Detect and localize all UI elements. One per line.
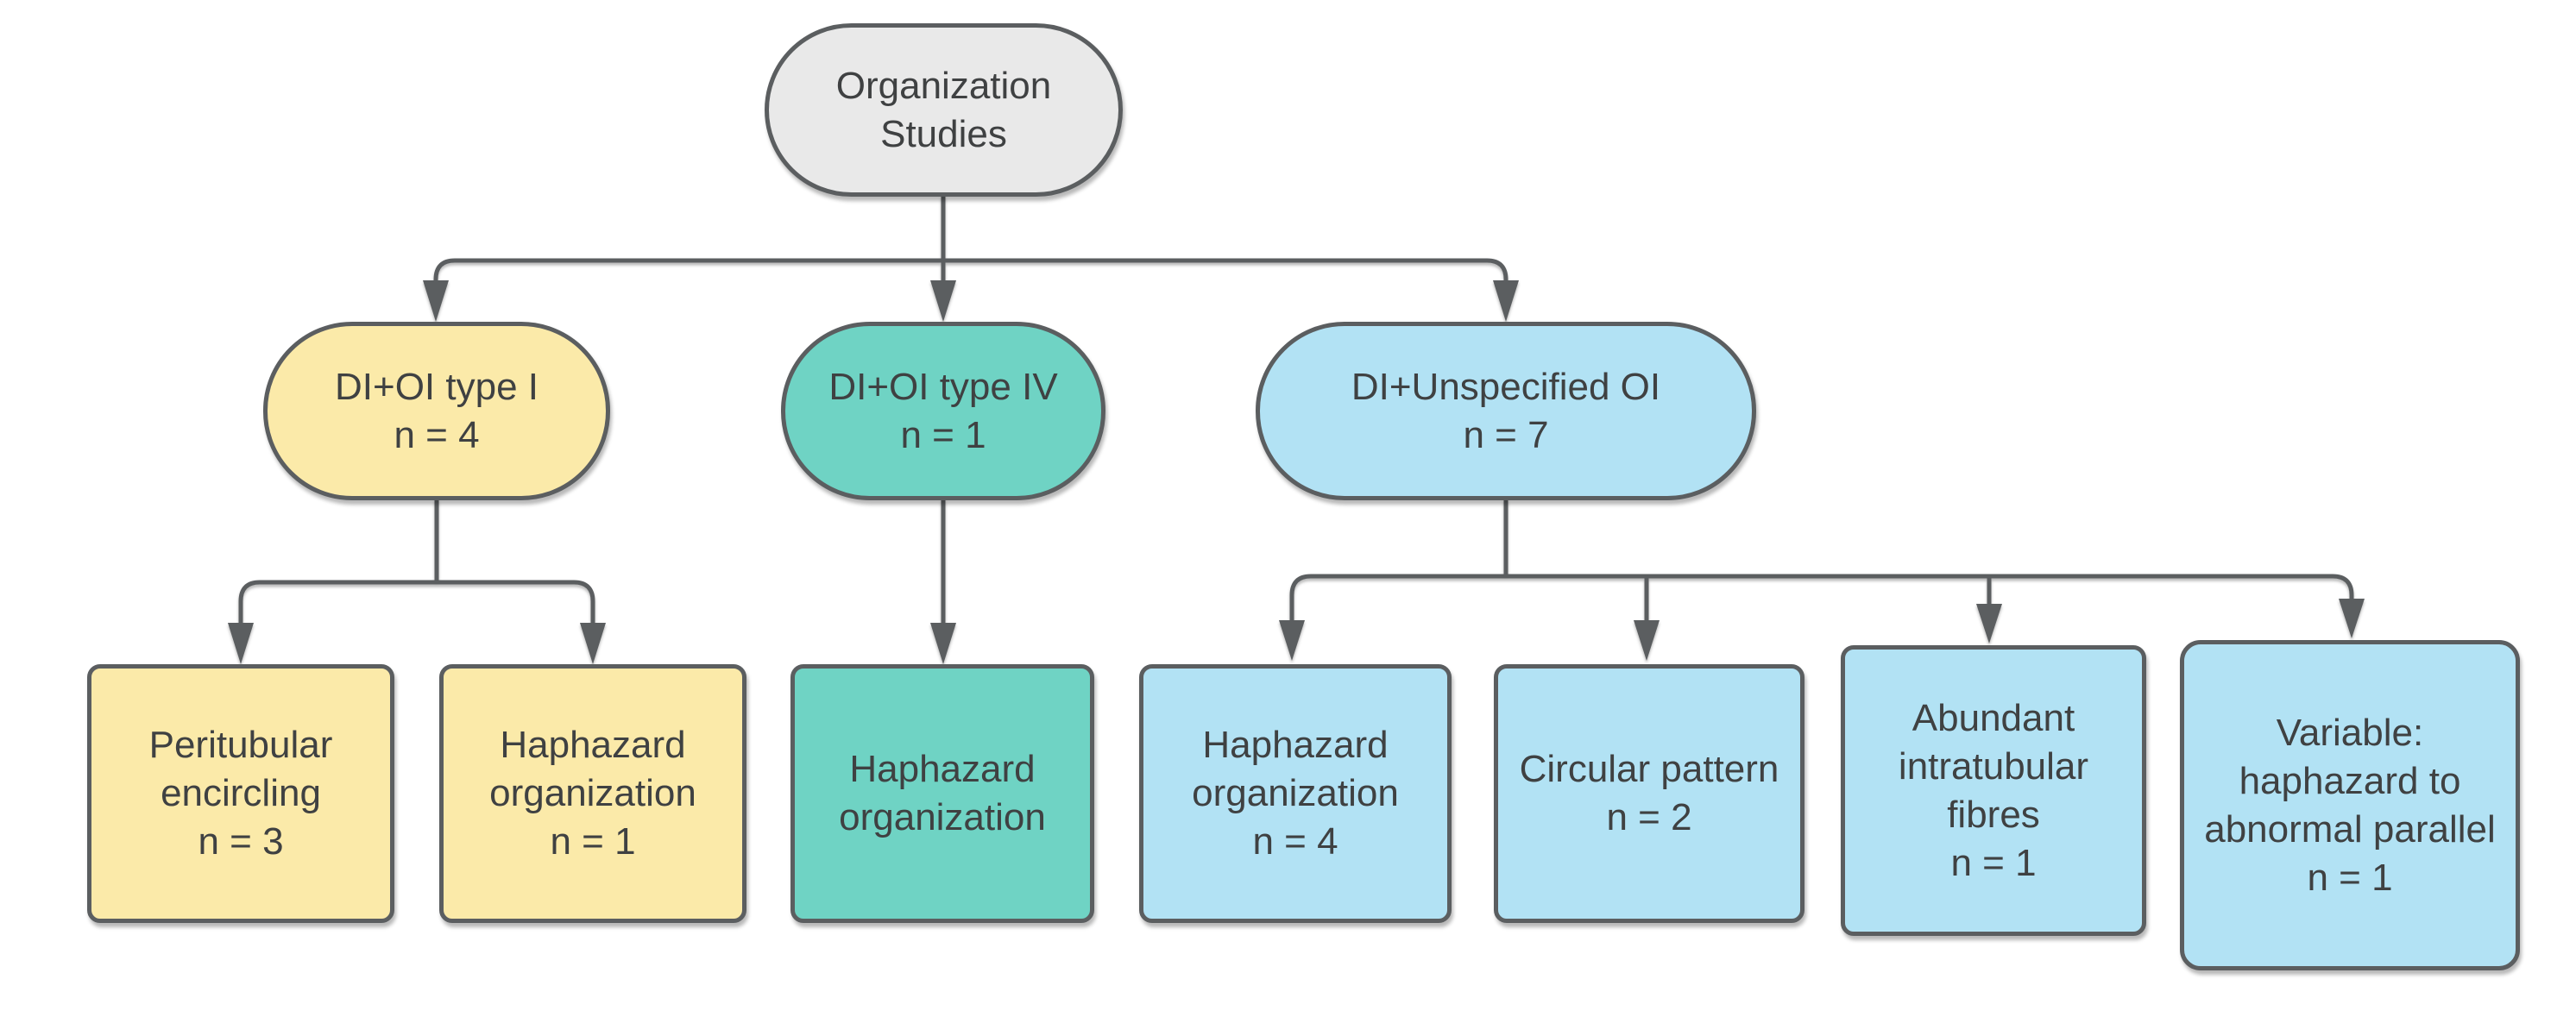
node-count: n = 1 [550,820,636,863]
arrowhead [228,623,254,664]
node-di-oi-type-iv: DI+OI type IV n = 1 [781,322,1105,500]
node-count: n = 7 [1463,413,1549,456]
node-count: n = 4 [394,413,480,456]
node-label: DI+OI type I [335,365,539,408]
node-label: Organization Studies [835,64,1052,155]
node-abundant-intratubular-fibres: Abundant intratubular fibres n = 1 [1841,645,2146,936]
node-label: DI+OI type IV [828,365,1058,408]
arrowhead [1493,280,1519,322]
node-haphazard-organization-blue: Haphazard organization n = 4 [1139,664,1452,923]
node-count: n = 2 [1606,796,1692,838]
node-label: Haphazard organization [1192,724,1399,814]
edge-group-type-iv [930,498,956,664]
node-count: n = 1 [900,413,986,456]
edge-group-type-i [228,498,606,664]
arrowhead [930,623,956,664]
node-count: n = 1 [1950,841,2037,884]
edge-group-root [423,194,1519,322]
node-count: n = 3 [198,820,284,863]
arrowhead [1279,620,1305,661]
node-peritubular-encircling: Peritubular encircling n = 3 [87,664,394,923]
arrowhead [1976,604,2002,643]
arrowhead [2339,599,2365,638]
node-haphazard-organization-yellow: Haphazard organization n = 1 [439,664,746,923]
node-count: n = 1 [2307,856,2393,899]
edge-group-unspecified-oi [1279,498,2365,661]
arrowhead [1634,620,1660,661]
node-label: Peritubular encircling [148,724,333,814]
node-label: Haphazard organization [839,748,1046,838]
node-label: Circular pattern [1519,748,1779,790]
node-label: Variable: haphazard to abnormal parallel [2204,711,2496,851]
node-label: DI+Unspecified OI [1351,365,1661,408]
arrowhead [423,280,449,322]
node-organization-studies: Organization Studies [765,23,1123,197]
node-circular-pattern: Circular pattern n = 2 [1494,664,1804,923]
node-label: Abundant intratubular fibres [1898,696,2089,836]
node-haphazard-organization-teal: Haphazard organization [790,664,1094,923]
node-variable-haphazard-to-abnormal-parallel: Variable: haphazard to abnormal parallel… [2180,640,2520,970]
node-di-unspecified-oi: DI+Unspecified OI n = 7 [1256,322,1756,500]
arrowhead [580,623,606,664]
arrowhead [930,280,956,322]
node-count: n = 4 [1252,820,1338,863]
node-label: Haphazard organization [489,724,696,814]
node-di-oi-type-i: DI+OI type I n = 4 [263,322,610,500]
